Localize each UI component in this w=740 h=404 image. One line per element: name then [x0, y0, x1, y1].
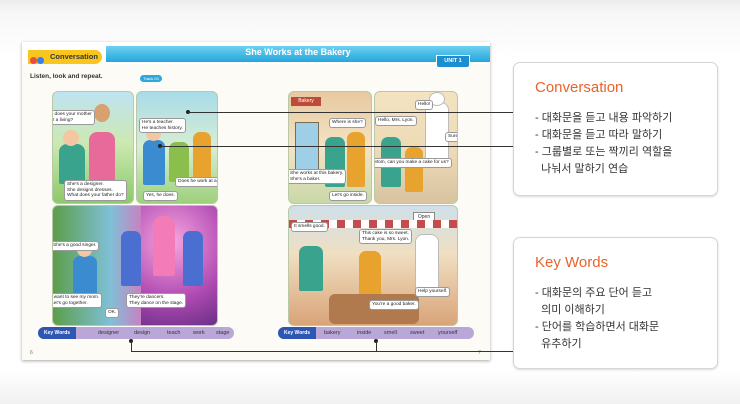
- speech-bubble: It smells good.: [291, 222, 328, 232]
- kids-icon: [30, 51, 48, 64]
- speech-bubble: Let's go inside.: [329, 191, 367, 201]
- speech-bubble: Where is she?: [329, 118, 366, 128]
- card-line: 유추하기: [535, 338, 582, 350]
- keyword: work: [193, 330, 205, 336]
- callout-line: [376, 341, 377, 352]
- singer-figure: [153, 216, 175, 276]
- speech-bubble: She works at this bakery. She's a baker.: [289, 169, 347, 185]
- card-line: - 대화문의 주요 단어 듣고: [535, 287, 653, 299]
- page-number-left: 6: [30, 350, 33, 356]
- dancer-figure: [183, 231, 203, 286]
- speech-bubble: She's a good singer.: [53, 241, 100, 251]
- title-bar: She Works at the Bakery: [106, 46, 490, 62]
- conversation-tag: Conversation: [28, 50, 102, 64]
- girl-figure: [405, 147, 423, 192]
- boy-figure: [59, 144, 85, 184]
- keyword: smell: [384, 330, 397, 336]
- card-title: Conversation: [535, 79, 624, 96]
- card-line: 의미 이해하기: [535, 304, 605, 316]
- keywords-label: Key Words: [278, 327, 317, 339]
- card-title: Key Words: [535, 254, 609, 271]
- girl-head: [94, 104, 110, 122]
- card-line: - 대화문을 듣고 내용 파악하기: [535, 112, 673, 124]
- speech-bubble: Hello, Mrs. Lyon.: [375, 116, 417, 126]
- keyword: teach: [167, 330, 181, 336]
- conversation-card: Conversation - 대화문을 듣고 내용 파악하기 - 대화문을 듣고…: [513, 62, 718, 196]
- comic-panel-4: Bakery Where is she? She works at this b…: [288, 91, 372, 204]
- comic-panel-6: Open It smells good. This cake is so swe…: [288, 205, 458, 326]
- keywords-bar-left: Key Words designer design teach work sta…: [38, 327, 234, 339]
- girl-figure: [359, 251, 381, 296]
- speech-bubble: You're a good baker.: [369, 300, 419, 310]
- page-number-right: 7: [478, 350, 481, 356]
- comic-panel-5: Hello! Hello, Mrs. Lyon. Sure. Mom, can …: [374, 91, 458, 204]
- keywords-label: Key Words: [38, 327, 77, 339]
- conversation-tag-label: Conversation: [50, 52, 98, 61]
- girl-figure: [193, 132, 211, 182]
- speech-bubble: Yes, he does.: [143, 191, 178, 201]
- lesson-title: She Works at the Bakery: [245, 47, 351, 57]
- speech-bubble: What does your mother do for a living?: [53, 110, 95, 126]
- comic-panel-3: She's a good singer. I want to see my mo…: [52, 205, 218, 326]
- keyword: designer: [98, 330, 120, 336]
- speech-bubble: Help yourself.: [415, 287, 451, 297]
- callout-line: [160, 146, 513, 147]
- speech-bubble: He's a teacher. He teaches history.: [139, 118, 186, 134]
- card-line: 나눠서 말하기 연습: [535, 163, 629, 175]
- speech-bubble: She's a designer. She designs dresses. W…: [64, 180, 127, 201]
- speech-bubble: Mom, can you make a cake for us?: [375, 158, 452, 168]
- speech-bubble: This cake is so sweet. Thank you, Mrs. L…: [359, 229, 413, 245]
- comic-panel-1: What does your mother do for a living? S…: [52, 91, 134, 204]
- textbook-spread: She Works at the Bakery Conversation UNI…: [22, 42, 490, 360]
- bakery-sign: Bakery: [291, 97, 321, 106]
- instruction-text: Listen, look and repeat.: [30, 73, 103, 80]
- keyword: bakery: [324, 330, 341, 336]
- awning: [289, 220, 457, 228]
- keywords-bar-right: Key Words bakery inside smell sweet your…: [278, 327, 474, 339]
- keyword: stage: [216, 330, 230, 336]
- audio-track-badge[interactable]: Track 03: [140, 75, 162, 82]
- speech-bubble: OK.: [105, 308, 120, 318]
- callout-line: [131, 351, 513, 352]
- keyword: inside: [357, 330, 372, 336]
- girl-figure: [169, 142, 189, 182]
- keyword: sweet: [410, 330, 425, 336]
- card-line: - 그룹별로 또는 짝끼리 역할을: [535, 146, 673, 158]
- speech-bubble: Sure.: [445, 132, 457, 142]
- card-line: - 대화문을 듣고 따라 말하기: [535, 129, 663, 141]
- keyword: design: [134, 330, 151, 336]
- boy-figure: [299, 246, 323, 291]
- speech-bubble: I want to see my mom. Let's go together.: [53, 293, 103, 309]
- keywords-card: Key Words - 대화문의 주요 단어 듣고 의미 이해하기 - 단어를 …: [513, 237, 718, 369]
- speech-bubble: Hello!: [415, 100, 434, 110]
- callout-line: [131, 341, 132, 352]
- unit-badge: UNIT 1: [436, 55, 470, 68]
- keyword: yourself: [438, 330, 458, 336]
- speech-bubble: Does he work at a school?: [175, 177, 217, 187]
- girl-figure: [89, 132, 115, 182]
- speech-bubble: They're dancers. They dance on the stage…: [126, 293, 187, 309]
- comic-panel-2: He's a teacher. He teaches history. Does…: [136, 91, 218, 204]
- boy-figure: [143, 140, 165, 185]
- card-line: - 단어를 학습하면서 대화문: [535, 321, 660, 333]
- callout-line: [188, 112, 513, 113]
- dancer-figure: [121, 231, 141, 286]
- baker-figure: [415, 234, 439, 291]
- boy-head: [63, 130, 79, 146]
- girl-figure: [347, 132, 365, 187]
